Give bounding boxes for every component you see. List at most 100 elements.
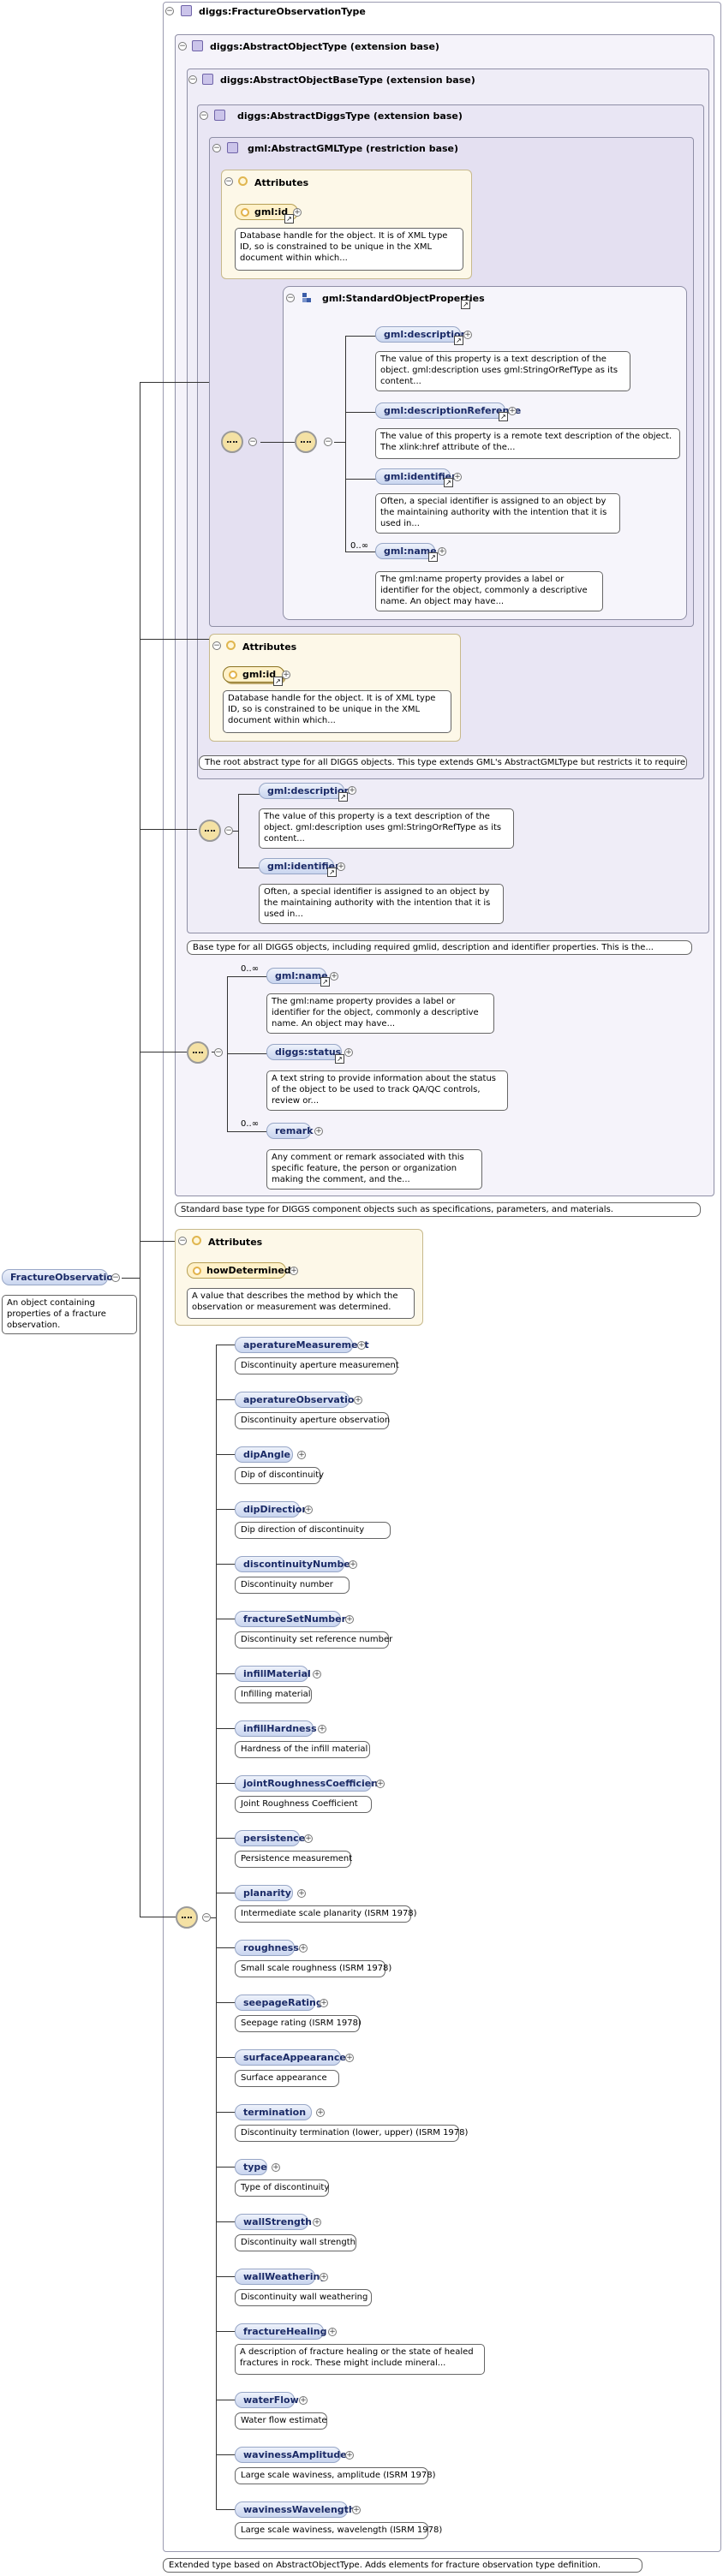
element-waviness-amplitude[interactable]: wavinessAmplitude <box>235 2447 347 2463</box>
element-aperature-observation[interactable]: aperatureObservation <box>235 1392 361 1408</box>
reference-link-icon[interactable]: ↗ <box>461 300 470 309</box>
gml-id-attribute[interactable]: gml:id <box>223 666 284 683</box>
expand-toggle[interactable]: + <box>376 1780 385 1788</box>
element-wall-strength[interactable]: wallStrength <box>235 2214 312 2230</box>
element-infill-material[interactable]: infillMaterial <box>235 1666 311 1682</box>
expand-toggle[interactable]: + <box>299 1944 308 1953</box>
element-discontinuity-number[interactable]: discontinuityNumber <box>235 1556 355 1572</box>
element-gml-description[interactable]: gml:description <box>259 783 350 799</box>
collapse-toggle[interactable]: − <box>224 177 233 186</box>
element-diggs-status[interactable]: diggs:status <box>266 1044 342 1060</box>
expand-toggle[interactable]: + <box>354 1396 362 1404</box>
expand-toggle[interactable]: + <box>345 2054 354 2062</box>
reference-link-icon[interactable]: ↗ <box>338 792 348 802</box>
expand-toggle[interactable]: + <box>349 1560 357 1569</box>
collapse-toggle[interactable]: − <box>200 111 208 120</box>
expand-toggle[interactable]: + <box>297 1889 306 1898</box>
expand-toggle[interactable]: + <box>337 862 345 871</box>
collapse-toggle[interactable]: − <box>212 144 221 152</box>
sequence-compositor-icon[interactable] <box>187 1041 209 1064</box>
expand-toggle[interactable]: + <box>316 2108 325 2117</box>
expand-toggle[interactable]: + <box>320 2273 328 2281</box>
reference-link-icon[interactable]: ↗ <box>320 977 330 987</box>
element-planarity[interactable]: planarity <box>235 1885 293 1901</box>
element-gml-description-reference[interactable]: gml:descriptionReference <box>375 402 521 419</box>
element-wall-weathering[interactable]: wallWeathering <box>235 2269 326 2285</box>
collapse-toggle[interactable]: − <box>202 1913 211 1922</box>
element-roughness[interactable]: roughness <box>235 1940 299 1956</box>
collapse-toggle[interactable]: − <box>286 294 295 302</box>
root-element-fracture-observation[interactable]: FractureObservation <box>2 1269 120 1285</box>
reference-link-icon[interactable]: ↗ <box>284 214 294 224</box>
collapse-toggle[interactable]: − <box>324 438 332 446</box>
sequence-compositor-icon[interactable] <box>295 431 317 453</box>
collapse-toggle[interactable]: − <box>212 641 221 650</box>
element-remark[interactable]: remark <box>266 1123 314 1139</box>
expand-toggle[interactable]: + <box>352 2506 361 2514</box>
element-gml-name[interactable]: gml:name <box>375 543 437 559</box>
expand-toggle[interactable]: + <box>314 1127 323 1136</box>
element-dip-direction[interactable]: dipDirection <box>235 1501 308 1518</box>
expand-toggle[interactable]: + <box>297 1451 306 1459</box>
collapse-toggle[interactable]: − <box>224 826 233 835</box>
sequence-compositor-icon[interactable] <box>221 431 243 453</box>
reference-link-icon[interactable]: ↗ <box>499 412 508 421</box>
element-termination[interactable]: termination <box>235 2104 312 2120</box>
collapse-toggle[interactable]: − <box>188 75 197 84</box>
expand-toggle[interactable]: + <box>508 407 517 415</box>
expand-toggle[interactable]: + <box>330 972 338 981</box>
collapse-toggle[interactable]: − <box>248 438 257 446</box>
expand-toggle[interactable]: + <box>348 786 356 795</box>
expand-toggle[interactable]: + <box>345 2451 354 2460</box>
reference-link-icon[interactable]: ↗ <box>454 336 463 345</box>
expand-toggle[interactable]: + <box>344 1048 353 1057</box>
how-determined-attribute[interactable]: howDetermined <box>187 1262 291 1279</box>
sequence-compositor-icon[interactable] <box>199 820 221 842</box>
expand-toggle[interactable]: + <box>453 473 462 481</box>
expand-toggle[interactable]: + <box>345 1615 354 1624</box>
expand-toggle[interactable]: + <box>293 208 302 217</box>
element-fracture-healing[interactable]: fractureHealing <box>235 2323 326 2340</box>
element-seepage-rating[interactable]: seepageRating <box>235 1995 323 2011</box>
expand-toggle[interactable]: + <box>313 2218 321 2227</box>
expand-toggle[interactable]: + <box>318 1725 326 1733</box>
expand-toggle[interactable]: + <box>304 1506 313 1514</box>
expand-toggle[interactable]: + <box>438 547 446 556</box>
reference-link-icon[interactable]: ↗ <box>428 552 438 562</box>
element-surface-appearance[interactable]: surfaceAppearance <box>235 2049 346 2066</box>
reference-link-icon[interactable]: ↗ <box>327 868 337 877</box>
expand-toggle[interactable]: + <box>282 671 290 679</box>
element-dip-angle[interactable]: dipAngle <box>235 1446 293 1463</box>
expand-toggle[interactable]: + <box>320 1999 328 2007</box>
element-infill-hardness[interactable]: infillHardness <box>235 1720 317 1737</box>
collapse-toggle[interactable]: − <box>165 7 174 15</box>
element-gml-description[interactable]: gml:description <box>375 326 467 343</box>
expand-toggle[interactable]: + <box>313 1670 321 1679</box>
reference-link-icon[interactable]: ↗ <box>444 478 453 487</box>
reference-link-icon[interactable]: ↗ <box>335 1054 344 1064</box>
collapse-toggle[interactable]: − <box>111 1273 120 1282</box>
element-gml-name[interactable]: gml:name <box>266 968 328 984</box>
gml-id-attribute[interactable]: gml:id <box>235 204 298 220</box>
element-gml-identifier[interactable]: gml:identifier <box>259 858 340 874</box>
collapse-toggle[interactable]: − <box>178 42 187 51</box>
element-type[interactable]: type <box>235 2159 267 2175</box>
sequence-compositor-icon[interactable] <box>176 1906 198 1929</box>
expand-toggle[interactable]: + <box>357 1341 366 1350</box>
element-gml-identifier[interactable]: gml:identifier <box>375 468 457 485</box>
collapse-toggle[interactable]: − <box>178 1237 187 1245</box>
expand-toggle[interactable]: + <box>290 1267 298 1275</box>
element-persistence[interactable]: persistence <box>235 1830 305 1846</box>
expand-toggle[interactable]: + <box>304 1834 313 1843</box>
expand-toggle[interactable]: + <box>463 331 472 339</box>
element-joint-roughness-coefficient[interactable]: jointRoughnessCoefficient <box>235 1775 382 1792</box>
expand-toggle[interactable]: + <box>272 2163 280 2172</box>
element-aperature-measurement[interactable]: aperatureMeasurement <box>235 1337 369 1353</box>
collapse-toggle[interactable]: − <box>214 1048 223 1057</box>
element-waviness-wavelength[interactable]: wavinessWavelength <box>235 2501 356 2518</box>
expand-toggle[interactable]: + <box>299 2396 308 2405</box>
element-fracture-set-number[interactable]: fractureSetNumber <box>235 1611 346 1627</box>
element-water-flow[interactable]: waterFlow <box>235 2392 299 2408</box>
reference-link-icon[interactable]: ↗ <box>273 677 283 686</box>
expand-toggle[interactable]: + <box>328 2328 337 2336</box>
